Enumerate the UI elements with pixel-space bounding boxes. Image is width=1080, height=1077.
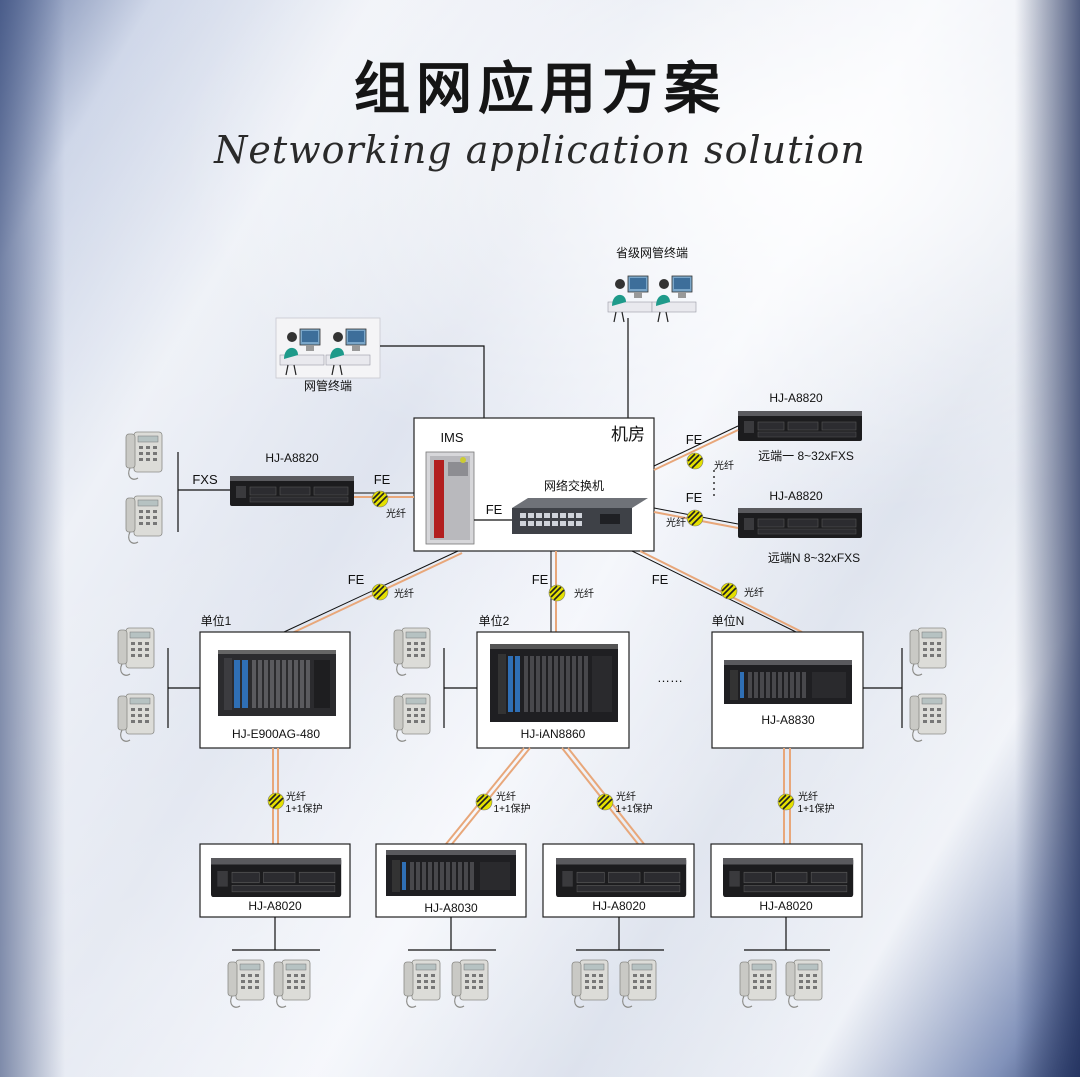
network-switch-icon (512, 498, 648, 534)
right-edge-shade (1015, 0, 1080, 1077)
bottom4-model: HJ-A8020 (759, 899, 813, 913)
hj-e900ag-480-device-icon (218, 650, 336, 716)
unit1-fiber-label: 光纤 (394, 587, 414, 600)
bottom4-protection-label: 1+1保护 (798, 802, 835, 815)
switch-fe-label: FE (486, 502, 503, 517)
bottom4-fiber-label: 光纤 (798, 790, 818, 803)
fiber-icon (548, 584, 566, 602)
fiber-icon (777, 793, 795, 811)
hj-a8020-device-icon (555, 857, 687, 898)
phone-icon (739, 959, 777, 1008)
page-subtitle: Networking application solution (214, 128, 866, 172)
bottom2-fiber-label: 光纤 (496, 790, 516, 803)
phone-icon (909, 627, 947, 676)
bottom3-fiber-label: 光纤 (616, 790, 636, 803)
left-fiber-label: 光纤 (386, 507, 406, 520)
ims-label: IMS (440, 430, 463, 445)
fiber-icon (371, 583, 389, 601)
phone-icon (451, 959, 489, 1008)
hj-a8020-device-icon (210, 857, 342, 898)
hj-ian8860-device-icon (490, 644, 618, 722)
left-fe-label: FE (374, 472, 391, 487)
unitn-fiber-label: 光纤 (744, 586, 764, 599)
left-device-model: HJ-A8820 (265, 451, 319, 465)
hj-a8830-device-icon (724, 660, 852, 704)
provincial-nms-workstation-icon (607, 275, 653, 323)
hj-a8030-device-icon (386, 850, 516, 896)
unitn-fe-link (631, 550, 797, 633)
unitn-fe-label: FE (652, 572, 669, 587)
bottom2-protection-label: 1+1保护 (494, 802, 531, 815)
bottom1-protection-label: 1+1保护 (286, 802, 323, 815)
bottom1-model: HJ-A8020 (248, 899, 302, 913)
phone-icon (117, 693, 155, 742)
fiber-icon (371, 490, 389, 508)
phone-icon (909, 693, 947, 742)
left-edge-shade (0, 0, 65, 1077)
phone-icon (393, 627, 431, 676)
remote-top-fiber-label: 光纤 (714, 459, 734, 472)
phone-icon (619, 959, 657, 1008)
unit2-name: 单位2 (479, 613, 510, 628)
provincial-nms-workstation-icon (651, 275, 697, 323)
bottom3-protection-label: 1+1保护 (616, 802, 653, 815)
unitn-model: HJ-A8830 (761, 713, 815, 727)
phone-icon (125, 495, 163, 544)
remote-bottom-caption: 远端N 8~32xFXS (768, 551, 860, 565)
unit1-name: 单位1 (201, 613, 232, 628)
units-ellipsis: …… (657, 670, 683, 685)
phone-icon (571, 959, 609, 1008)
unitn-name: 单位N (712, 613, 745, 628)
unit2-fiber-label: 光纤 (574, 587, 594, 600)
provincial-nms-label: 省级网管终端 (616, 245, 688, 260)
remote-top-model: HJ-A8820 (769, 391, 823, 405)
remote-top-device-icon (737, 410, 863, 442)
fiber-icon (720, 582, 738, 600)
phone-icon (125, 431, 163, 480)
remote-bottom-model: HJ-A8820 (769, 489, 823, 503)
unit2-fe-label: FE (532, 572, 549, 587)
page-title: 组网应用方案 (354, 57, 726, 122)
phone-icon (227, 959, 265, 1008)
remote-top-fe-link (653, 425, 739, 467)
local-nms-link (380, 345, 485, 418)
remote-bottom-fiber-label: 光纤 (666, 516, 686, 529)
machine-room-label: 机房 (611, 425, 645, 445)
remote-top-fiber-link (653, 429, 739, 471)
remote-bottom-device-icon (737, 507, 863, 539)
remote-top-fe-label: FE (686, 432, 703, 447)
fiber-icon (475, 793, 493, 811)
unit1-model: HJ-E900AG-480 (232, 727, 320, 741)
fiber-icon (686, 452, 704, 470)
fiber-icon (686, 509, 704, 527)
bottom2-model: HJ-A8030 (424, 901, 478, 915)
phone-icon (393, 693, 431, 742)
remote-top-caption: 远端一 8~32xFXS (758, 449, 854, 463)
switch-label: 网络交换机 (544, 478, 604, 493)
local-nms-label: 网管终端 (304, 378, 352, 393)
phone-icon (117, 627, 155, 676)
hj-a8020-device-icon (722, 857, 854, 898)
unit1-fe-label: FE (348, 572, 365, 587)
unit1-fe-link (283, 550, 459, 633)
remote-bottom-fe-label: FE (686, 490, 703, 505)
bottom1-fiber-label: 光纤 (286, 790, 306, 803)
fiber-icon (267, 792, 285, 810)
left-fxs-label: FXS (192, 472, 218, 487)
unit2-model: HJ-iAN8860 (521, 727, 586, 741)
bottom2-fiber-link (451, 747, 531, 845)
left-hj-a8820-device-icon (229, 475, 355, 507)
phone-icon (785, 959, 823, 1008)
fiber-icon (596, 793, 614, 811)
phone-icon (273, 959, 311, 1008)
phone-icon (403, 959, 441, 1008)
ims-server-icon (425, 451, 475, 545)
local-nms-panel (275, 317, 381, 379)
bottom3-model: HJ-A8020 (592, 899, 646, 913)
